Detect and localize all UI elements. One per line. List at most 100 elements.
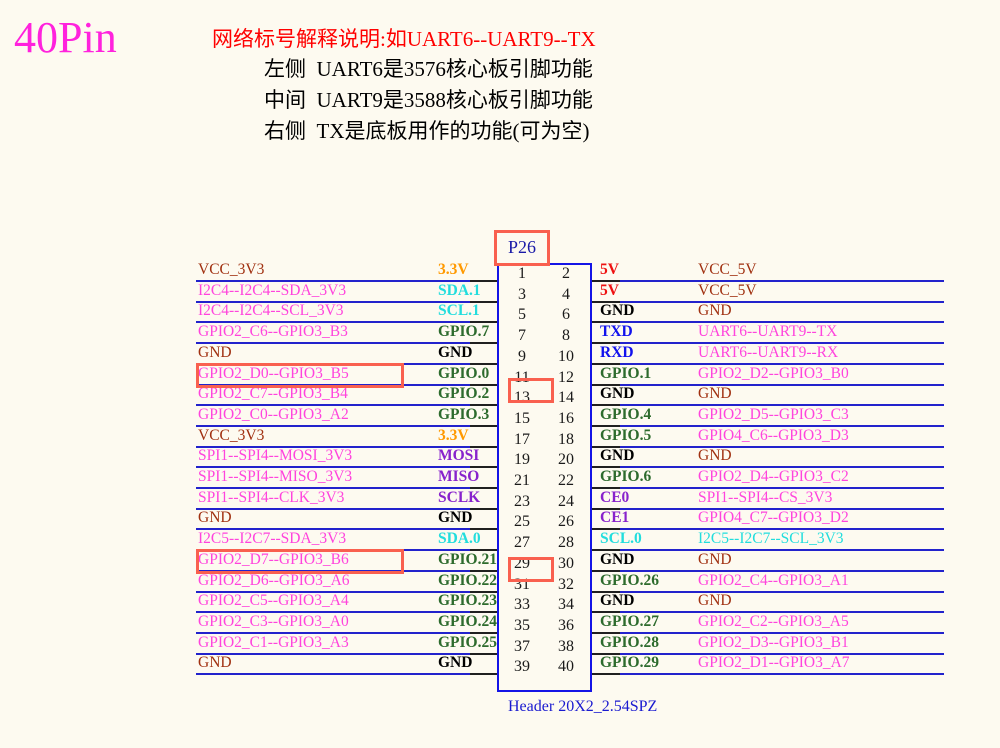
pin-number-even: 38 <box>558 637 574 655</box>
pin-wire-left <box>196 590 497 593</box>
pin-wire-right <box>592 445 944 448</box>
pin-left-function-label: GPIO.23 <box>438 592 497 610</box>
connector-designator: P26 <box>507 237 536 257</box>
pin-left-net-label: SPI1--SPI4--CLK_3V3 <box>198 488 345 506</box>
pin-left-net-label: SPI1--SPI4--MISO_3V3 <box>198 468 353 485</box>
pin-number-odd: 13 <box>514 389 530 407</box>
pin-right-function-label: GPIO.27 <box>600 612 659 630</box>
pin-number-odd: 37 <box>514 637 530 655</box>
pin-left-net-label: GPIO2_C1--GPIO3_A3 <box>198 633 349 651</box>
pin-left-function-label: GPIO.25 <box>438 633 497 651</box>
pin-right-function-label: GPIO.28 <box>600 633 659 651</box>
pin-stub-right <box>592 424 620 427</box>
designator-highlight-box <box>494 230 550 266</box>
page-title: 40Pin <box>14 13 117 62</box>
pin-left-function-label: MOSI <box>438 447 480 465</box>
pin-stub-right <box>592 300 620 303</box>
pin-wire-left <box>196 404 497 407</box>
pin-wire-right <box>592 424 944 427</box>
pin-right-function-label: GND <box>600 592 635 610</box>
pin-right-net-label: UART6--UART9--RX <box>698 343 839 361</box>
pin-number-even: 34 <box>558 596 574 614</box>
pin-stub-left <box>470 404 498 407</box>
pin-left-net-label: VCC_3V3 <box>198 261 265 278</box>
pin-wire-right <box>592 404 944 407</box>
pin-stub-right <box>592 362 620 365</box>
pin-number-odd: 11 <box>514 368 530 386</box>
pin-right-function-label: GND <box>600 447 635 465</box>
pin-wire-left <box>196 383 497 386</box>
pin-number-odd: 27 <box>514 534 530 552</box>
pin-right-function-label: 5V <box>600 261 619 278</box>
pin-right-function-label: TXD <box>600 323 633 341</box>
pin-right-net-label: GPIO2_D2--GPIO3_B0 <box>698 364 849 382</box>
pin-wire-right <box>592 652 944 655</box>
pin-right-net-label: VCC_5V <box>698 261 757 278</box>
pin-left-function-label: 3.3V <box>438 426 469 444</box>
pin-number-even: 6 <box>562 306 570 324</box>
pin-number-odd: 3 <box>518 285 526 303</box>
pin-left-net-label: I2C5--I2C7--SDA_3V3 <box>198 530 347 548</box>
pin-right-function-label: GPIO.29 <box>600 654 659 672</box>
pin-right-net-label: GND <box>698 550 732 568</box>
pin-wire-left <box>196 652 497 655</box>
pin-wire-left <box>196 280 497 282</box>
pin-wire-right <box>592 487 944 489</box>
pin-left-net-label: GND <box>198 343 232 361</box>
pin-right-function-label: GPIO.4 <box>600 405 652 423</box>
pin-stub-right <box>592 673 620 676</box>
pin-left-function-label: GND <box>438 509 473 527</box>
pin-left-function-label: GND <box>438 343 473 361</box>
pin-wire-right <box>592 590 944 593</box>
footprint-caption: Header 20X2_2.54SPZ <box>508 698 658 715</box>
pin-stub-left <box>470 652 498 655</box>
pin-right-function-label: SCL.0 <box>600 530 642 548</box>
pin-right-function-label: GPIO.1 <box>600 364 652 382</box>
pin-stub-left <box>470 528 498 531</box>
pin-right-net-label: GPIO2_D4--GPIO3_C2 <box>698 468 849 485</box>
pin-stub-right <box>592 321 620 324</box>
pin-number-even: 16 <box>558 409 574 427</box>
pin-stub-left <box>470 342 498 345</box>
pin-stub-right <box>592 445 620 448</box>
pin-wire-right <box>592 280 944 282</box>
pin-stub-left <box>470 321 498 324</box>
pin-left-function-label: GPIO.0 <box>438 364 490 382</box>
pin-left-function-label: MISO <box>438 468 480 485</box>
pin-wire-right <box>592 321 944 324</box>
pin-stub-right <box>592 549 620 552</box>
pin-stub-right <box>592 466 620 469</box>
pin-number-even: 4 <box>562 285 570 303</box>
pin-number-even: 20 <box>558 451 574 469</box>
pin-left-net-label: GPIO2_C6--GPIO3_B3 <box>198 323 348 341</box>
pin-stub-left <box>470 590 498 593</box>
pin-left-net-label: GND <box>198 654 232 672</box>
pin-stub-left <box>470 569 498 572</box>
pin-left-function-label: SDA.0 <box>438 530 481 548</box>
pin-left-net-label: GPIO2_D0--GPIO3_B5 <box>198 364 349 382</box>
pin-number-even: 8 <box>562 327 570 345</box>
pin-number-odd: 7 <box>518 327 526 345</box>
pin-right-net-label: GPIO4_C7--GPIO3_D2 <box>698 509 849 527</box>
pin-wire-right <box>592 631 944 634</box>
pin-number-odd: 19 <box>514 451 530 469</box>
pin-left-net-label: SPI1--SPI4--MOSI_3V3 <box>198 447 353 465</box>
pin-right-net-label: UART6--UART9--TX <box>698 323 838 341</box>
pin-stub-right <box>592 280 620 282</box>
pin-right-function-label: RXD <box>600 343 634 361</box>
